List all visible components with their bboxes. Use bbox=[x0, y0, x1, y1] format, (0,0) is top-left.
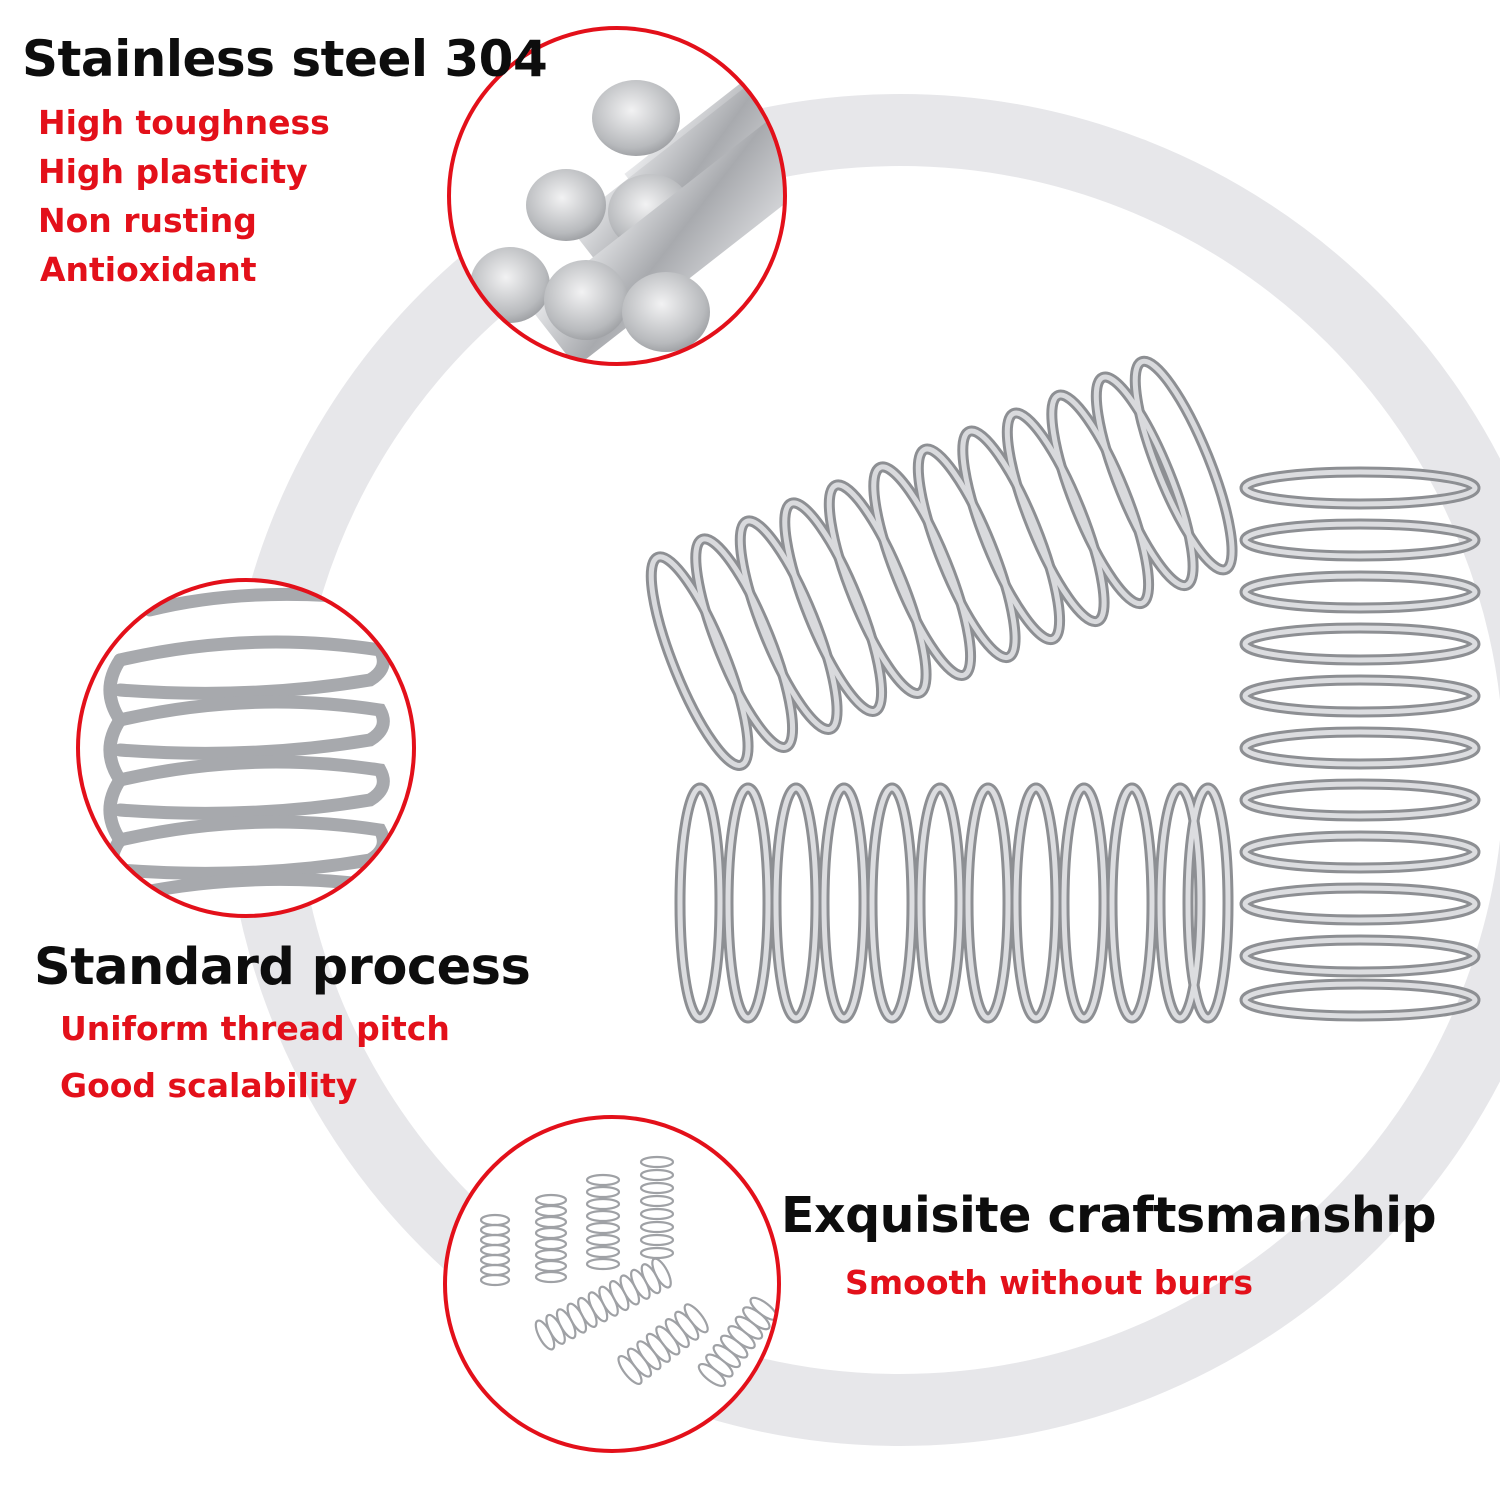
craft-feature-smooth: Smooth without burrs bbox=[845, 1263, 1254, 1302]
steel-rods-icon bbox=[447, 26, 787, 366]
process-feature-pitch: Uniform thread pitch bbox=[60, 1009, 450, 1048]
material-heading: Stainless steel 304 bbox=[22, 30, 548, 88]
material-feature-antioxidant: Antioxidant bbox=[40, 250, 257, 289]
compression-springs-image bbox=[645, 355, 1481, 1024]
material-feature-plasticity: High plasticity bbox=[38, 152, 308, 191]
material-feature-non-rusting: Non rusting bbox=[38, 201, 257, 240]
process-feature-scalability: Good scalability bbox=[60, 1066, 358, 1105]
spring-closeup-icon bbox=[76, 578, 416, 918]
process-heading: Standard process bbox=[34, 938, 531, 997]
material-feature-toughness: High toughness bbox=[38, 103, 330, 142]
craft-heading: Exquisite craftsmanship bbox=[781, 1187, 1437, 1244]
small-springs-icon bbox=[443, 1115, 781, 1453]
